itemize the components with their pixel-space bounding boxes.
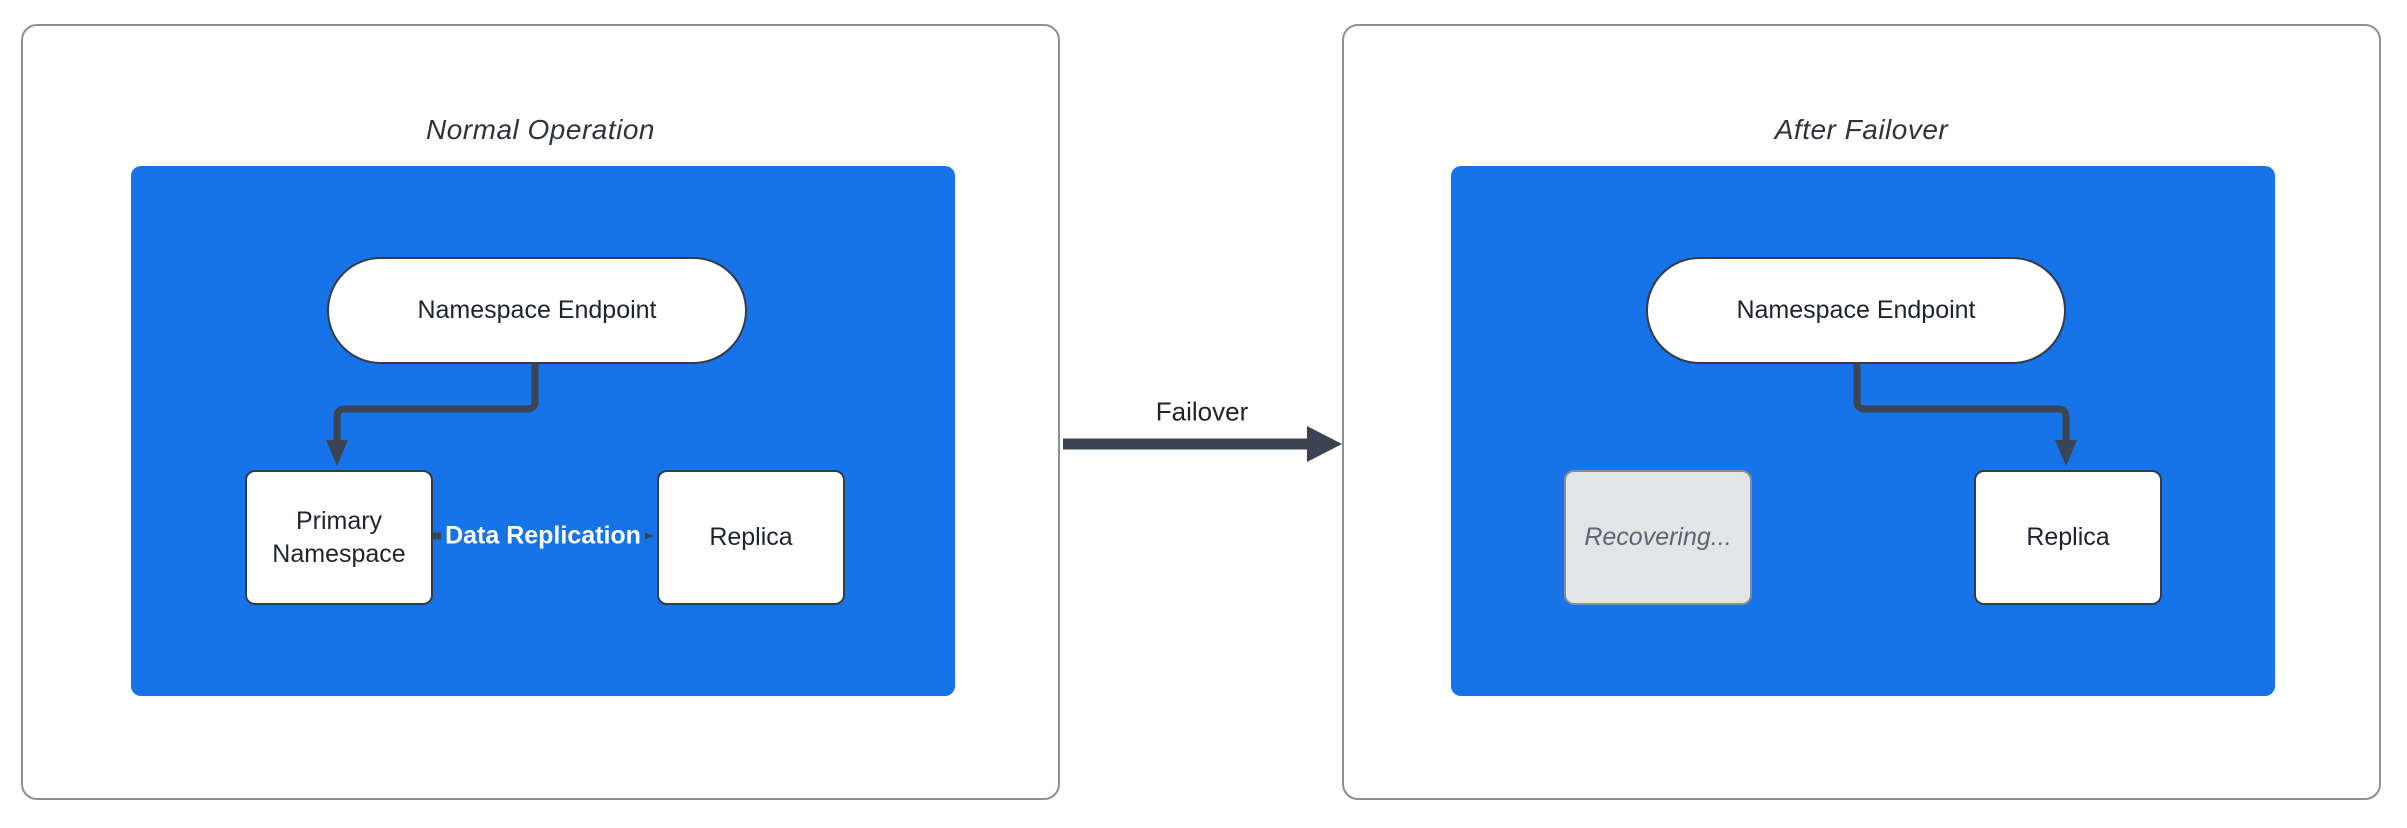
node-label: Replica <box>2026 523 2110 551</box>
node-label: Replica <box>709 523 793 551</box>
node-label: Recovering... <box>1584 523 1732 551</box>
arrowhead-failover <box>1307 426 1342 462</box>
panel-title-after-failover: After Failover <box>1774 114 1949 145</box>
node-label: Namespace Endpoint <box>1736 296 1976 324</box>
panel-title-normal-operation: Normal Operation <box>426 114 655 145</box>
cluster-normal-operation <box>131 166 955 696</box>
node-replica-right: Replica <box>1974 470 2162 605</box>
node-replica-left: Replica <box>657 470 845 605</box>
edge-label-data-replication: Data Replication <box>441 519 645 553</box>
node-recovering: Recovering... <box>1564 470 1752 605</box>
node-namespace-endpoint-left: Namespace Endpoint <box>327 257 747 364</box>
node-primary-namespace: Primary Namespace <box>245 470 433 605</box>
cluster-after-failover <box>1451 166 2275 696</box>
node-label: Primary Namespace <box>272 506 406 568</box>
panel-after-failover: After Failover Namespace Endpoint Recove… <box>1342 24 2381 800</box>
panel-normal-operation: Normal Operation Namespace Endpoint Prim… <box>21 24 1060 800</box>
failover-label: Failover <box>1155 396 1249 427</box>
node-namespace-endpoint-right: Namespace Endpoint <box>1646 257 2066 364</box>
node-label: Namespace Endpoint <box>417 296 657 324</box>
